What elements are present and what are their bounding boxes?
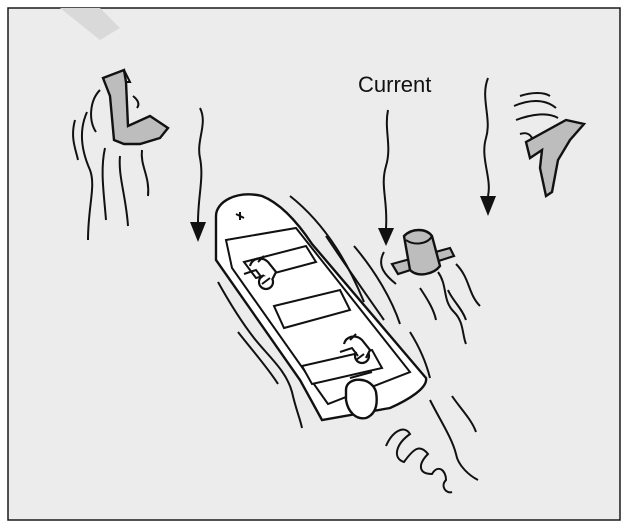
current-label: Current bbox=[358, 72, 431, 97]
